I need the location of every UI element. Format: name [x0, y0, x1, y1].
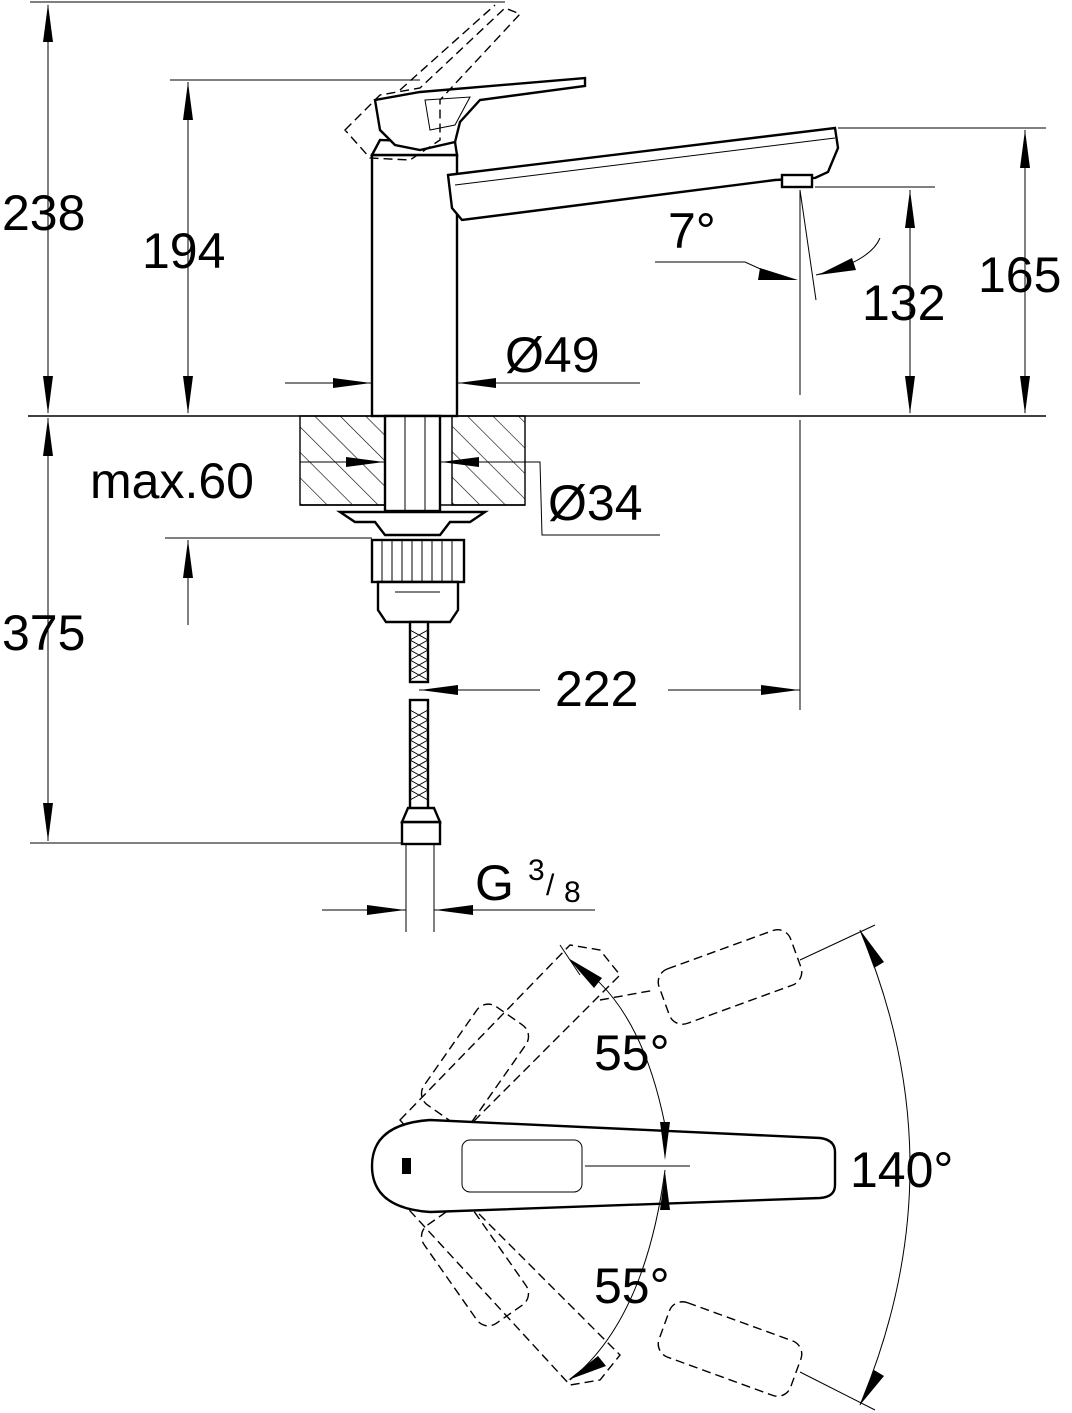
dim-d34: max.60 Ø34	[90, 453, 660, 536]
countertop-section	[299, 415, 526, 506]
braided-hose	[408, 620, 430, 812]
dim-238: 238	[2, 1, 505, 414]
dim-140: 140°	[799, 924, 953, 1411]
dim-55-upper: 55°	[559, 944, 670, 1160]
side-view: 238 194 165 132	[2, 1, 1061, 932]
lever-alt-position	[344, 4, 522, 161]
dim-g38-letter: G	[475, 855, 514, 911]
dim-g38: G 3 / 8	[322, 854, 595, 915]
dim-222-label: 222	[555, 661, 638, 717]
dim-165-label: 165	[978, 247, 1061, 303]
dim-375-label: 375	[2, 605, 85, 661]
dim-7-deg-label: 7°	[668, 203, 716, 259]
aerator	[780, 173, 814, 189]
dim-7-deg: 7°	[655, 189, 881, 395]
dim-d34-label: Ø34	[548, 475, 643, 531]
spout	[446, 126, 840, 222]
dim-140-label: 140°	[850, 1142, 953, 1198]
dim-g38-numerator: 3	[528, 854, 545, 887]
dim-55-lower: 55°	[568, 1169, 670, 1381]
dim-222: 222	[419, 420, 801, 717]
svg-text:/: /	[546, 869, 555, 902]
dim-194: 194	[142, 79, 420, 414]
hot-cold-indicator	[402, 1158, 411, 1174]
dim-d49: Ø49	[285, 327, 640, 388]
dim-g38-denominator: 8	[564, 876, 581, 909]
hose-connector	[400, 820, 442, 846]
top-view: 55° 55° 140°	[370, 924, 953, 1411]
fixing-nut	[370, 538, 466, 584]
shank	[383, 414, 442, 513]
mounting-bracket	[336, 510, 489, 537]
dim-165: 165	[838, 127, 1061, 414]
dim-d49-label: Ø49	[505, 327, 600, 383]
dim-55-upper-label: 55°	[594, 1025, 670, 1081]
dim-55-lower-label: 55°	[594, 1258, 670, 1314]
dim-max60-label: max.60	[90, 453, 254, 509]
dim-375: 375	[2, 418, 402, 844]
dim-132-label: 132	[862, 275, 945, 331]
lever-handle	[373, 76, 587, 152]
dim-238-label: 238	[2, 185, 85, 241]
faucet-body	[370, 153, 459, 418]
dim-132: 132	[815, 186, 945, 414]
dim-194-label: 194	[142, 223, 225, 279]
